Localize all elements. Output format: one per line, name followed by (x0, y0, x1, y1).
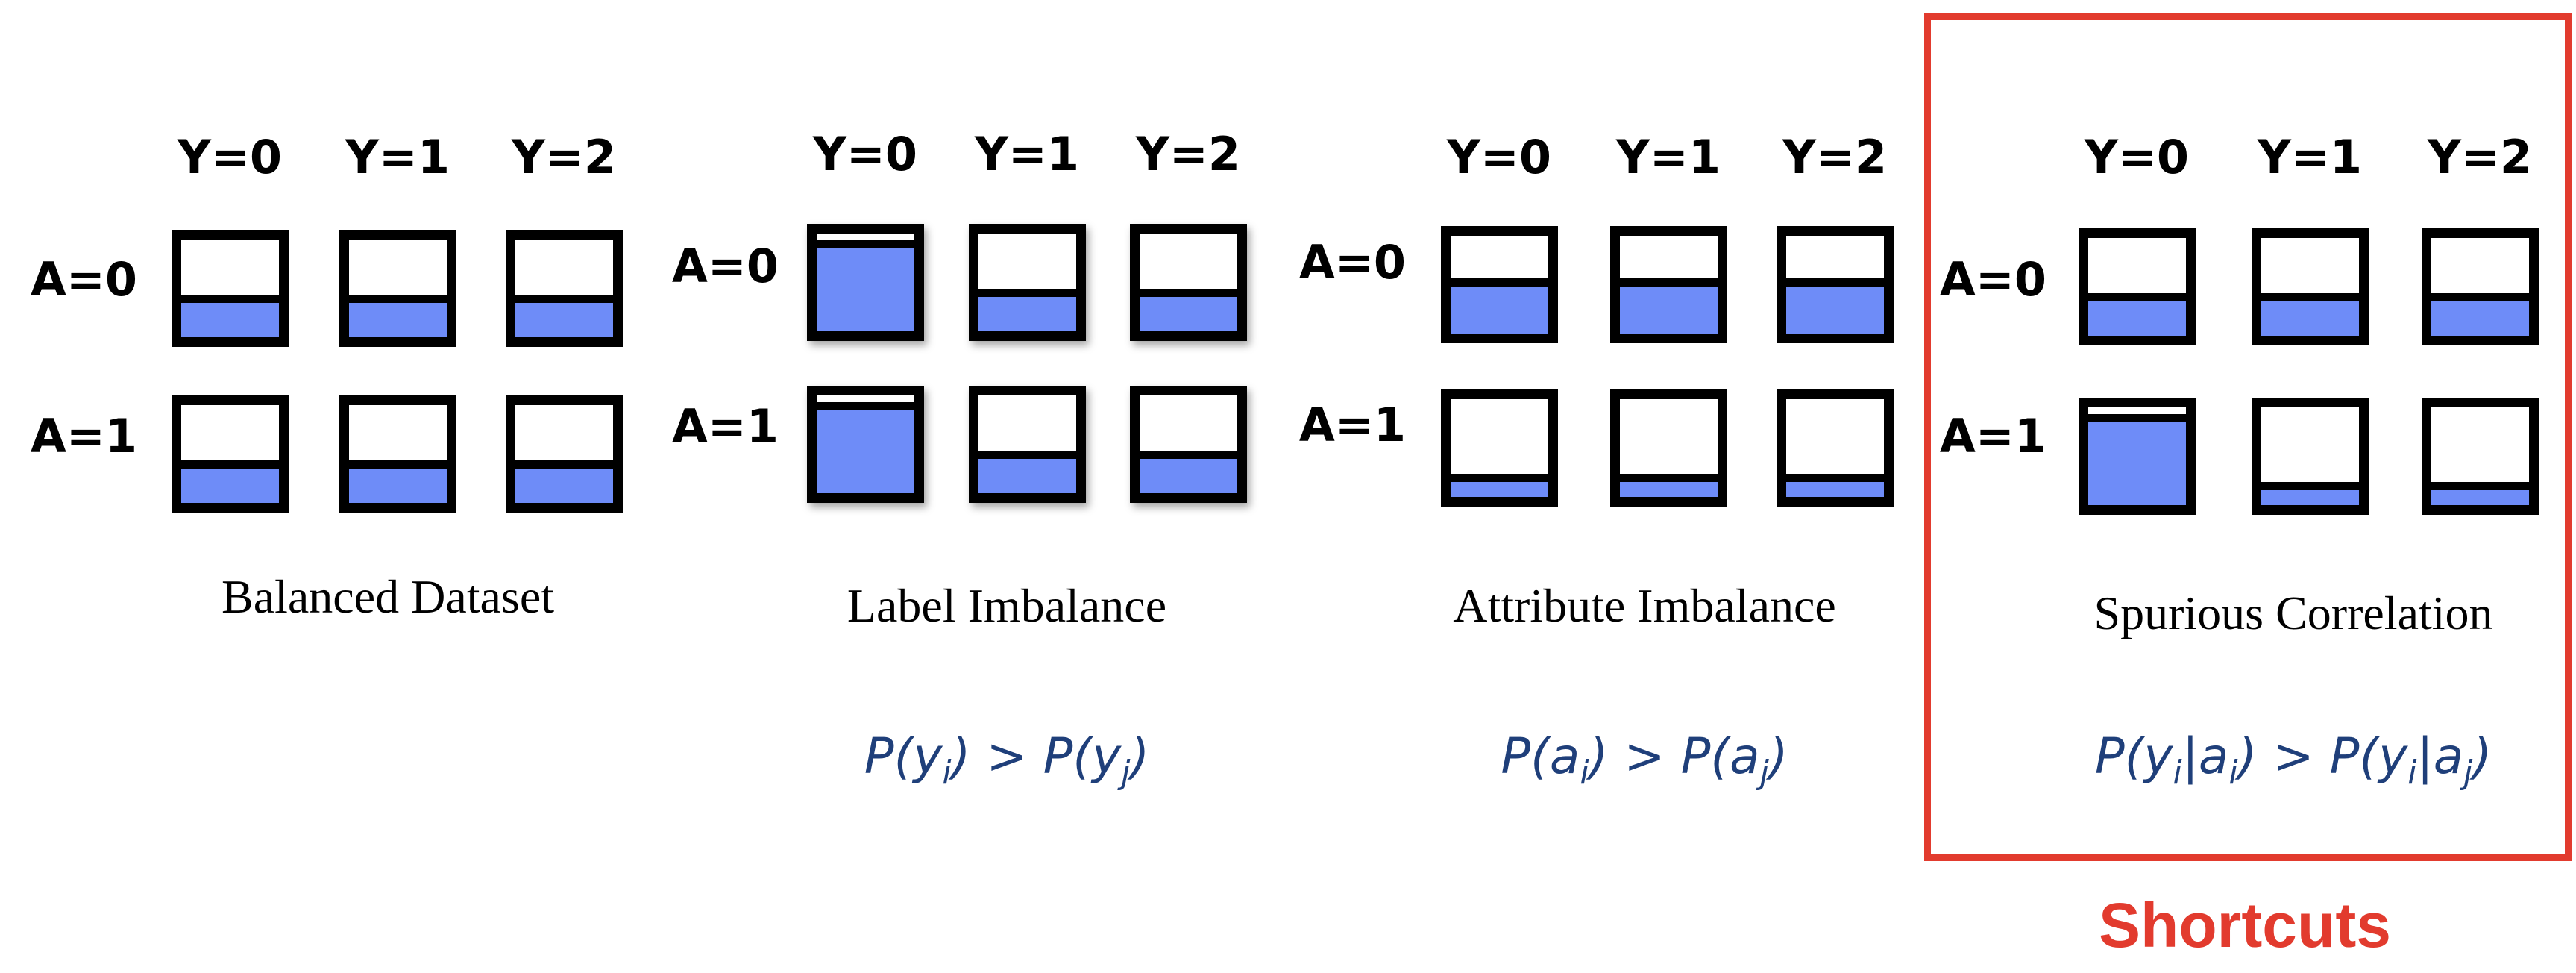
panel-formula: P(yi|ai) > P(yi|aj) (2094, 728, 2492, 792)
bin-cell (2251, 228, 2369, 345)
bin-fill (180, 460, 279, 503)
row-label: A=1 (30, 409, 137, 463)
bin-cell (171, 230, 289, 347)
bin-cell (968, 386, 1086, 503)
row-label: A=0 (1298, 235, 1406, 290)
bin-fill (1619, 474, 1718, 497)
column-label: Y=0 (2085, 130, 2189, 184)
bin-fill (2431, 482, 2529, 505)
row-label: A=0 (30, 252, 137, 307)
bin-cell (1609, 226, 1727, 343)
bin-cell (505, 395, 623, 513)
column-label: Y=1 (2258, 130, 2362, 184)
panel-title: Attribute Imbalance (1453, 579, 1836, 632)
bin-fill (1450, 278, 1548, 334)
bin-cell (505, 230, 623, 347)
column-label: Y=2 (512, 130, 616, 184)
bin-cell (1129, 386, 1247, 503)
column-label: Y=1 (1616, 130, 1721, 184)
bin-fill (2261, 293, 2359, 336)
column-label: Y=0 (813, 127, 917, 181)
bin-fill (1785, 474, 1884, 497)
bin-cell (1776, 389, 1894, 507)
bin-fill (515, 295, 613, 337)
bin-fill (2087, 414, 2186, 505)
bin-cell (1440, 226, 1558, 343)
highlight-box (1924, 13, 2572, 861)
bin-fill (1785, 278, 1884, 334)
panel-title: Balanced Dataset (222, 570, 554, 623)
bin-cell (339, 230, 456, 347)
shortcuts-label: Shortcuts (2098, 890, 2392, 960)
bin-fill (2087, 293, 2186, 336)
panel-title: Spurious Correlation (2093, 586, 2493, 639)
bin-cell (1129, 224, 1247, 341)
bin-fill (978, 289, 1076, 331)
bin-cell (1776, 226, 1894, 343)
bin-cell (2421, 228, 2539, 345)
bin-fill (816, 240, 914, 331)
bin-fill (348, 295, 447, 337)
panel-formula: P(yi) > P(yj) (864, 728, 1150, 792)
column-label: Y=2 (2428, 130, 2532, 184)
bin-fill (2261, 482, 2359, 505)
row-label: A=1 (1298, 398, 1406, 452)
column-label: Y=1 (975, 127, 1079, 181)
bin-fill (1619, 278, 1718, 334)
column-label: Y=0 (1447, 130, 1551, 184)
row-label: A=0 (671, 239, 779, 293)
row-label: A=1 (1939, 409, 2046, 463)
bin-fill (2431, 293, 2529, 336)
bin-fill (1450, 474, 1548, 497)
column-label: Y=1 (345, 130, 450, 184)
row-label: A=1 (671, 399, 779, 454)
panel-title: Label Imbalance (846, 579, 1167, 632)
bin-fill (1139, 451, 1237, 493)
bin-cell (2421, 398, 2539, 515)
bin-cell (1440, 389, 1558, 507)
bin-fill (1139, 289, 1237, 331)
row-label: A=0 (1939, 252, 2046, 307)
bin-cell (339, 395, 456, 513)
bin-cell (2078, 398, 2196, 515)
bin-fill (348, 460, 447, 503)
bin-fill (978, 451, 1076, 493)
bin-cell (171, 395, 289, 513)
column-label: Y=2 (1782, 130, 1887, 184)
bin-cell (2251, 398, 2369, 515)
panel-formula: P(ai) > P(aj) (1501, 728, 1788, 792)
column-label: Y=2 (1136, 127, 1240, 181)
bin-fill (180, 295, 279, 337)
bin-fill (515, 460, 613, 503)
bin-cell (806, 224, 924, 341)
bin-cell (2078, 228, 2196, 345)
column-label: Y=0 (178, 130, 282, 184)
bin-fill (816, 402, 914, 493)
bin-cell (1609, 389, 1727, 507)
bin-cell (806, 386, 924, 503)
bin-cell (968, 224, 1086, 341)
